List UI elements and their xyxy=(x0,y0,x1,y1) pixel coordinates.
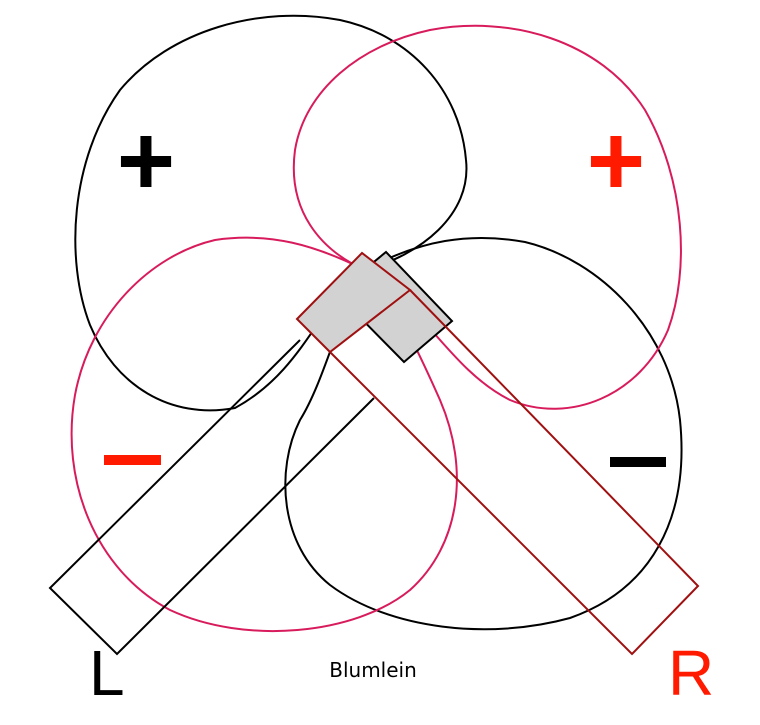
left-negative-sign xyxy=(104,455,161,465)
right-negative-sign xyxy=(610,457,666,467)
left-mic-negative-lobe xyxy=(284,236,683,631)
right-mic-stem xyxy=(329,289,700,656)
right-mic-negative-lobe xyxy=(70,236,458,633)
right-microphone xyxy=(295,251,700,656)
right-positive-sign: + xyxy=(587,105,645,217)
right-mic-capsule xyxy=(295,251,412,354)
left-positive-sign: + xyxy=(117,105,175,217)
right-mic-positive-lobe xyxy=(292,24,682,410)
left-mic-stem xyxy=(48,339,375,656)
right-channel-label: R xyxy=(668,637,714,709)
diagram-caption: Blumlein xyxy=(329,658,417,682)
left-channel-label: L xyxy=(89,637,125,709)
left-mic-positive-lobe xyxy=(74,14,468,412)
